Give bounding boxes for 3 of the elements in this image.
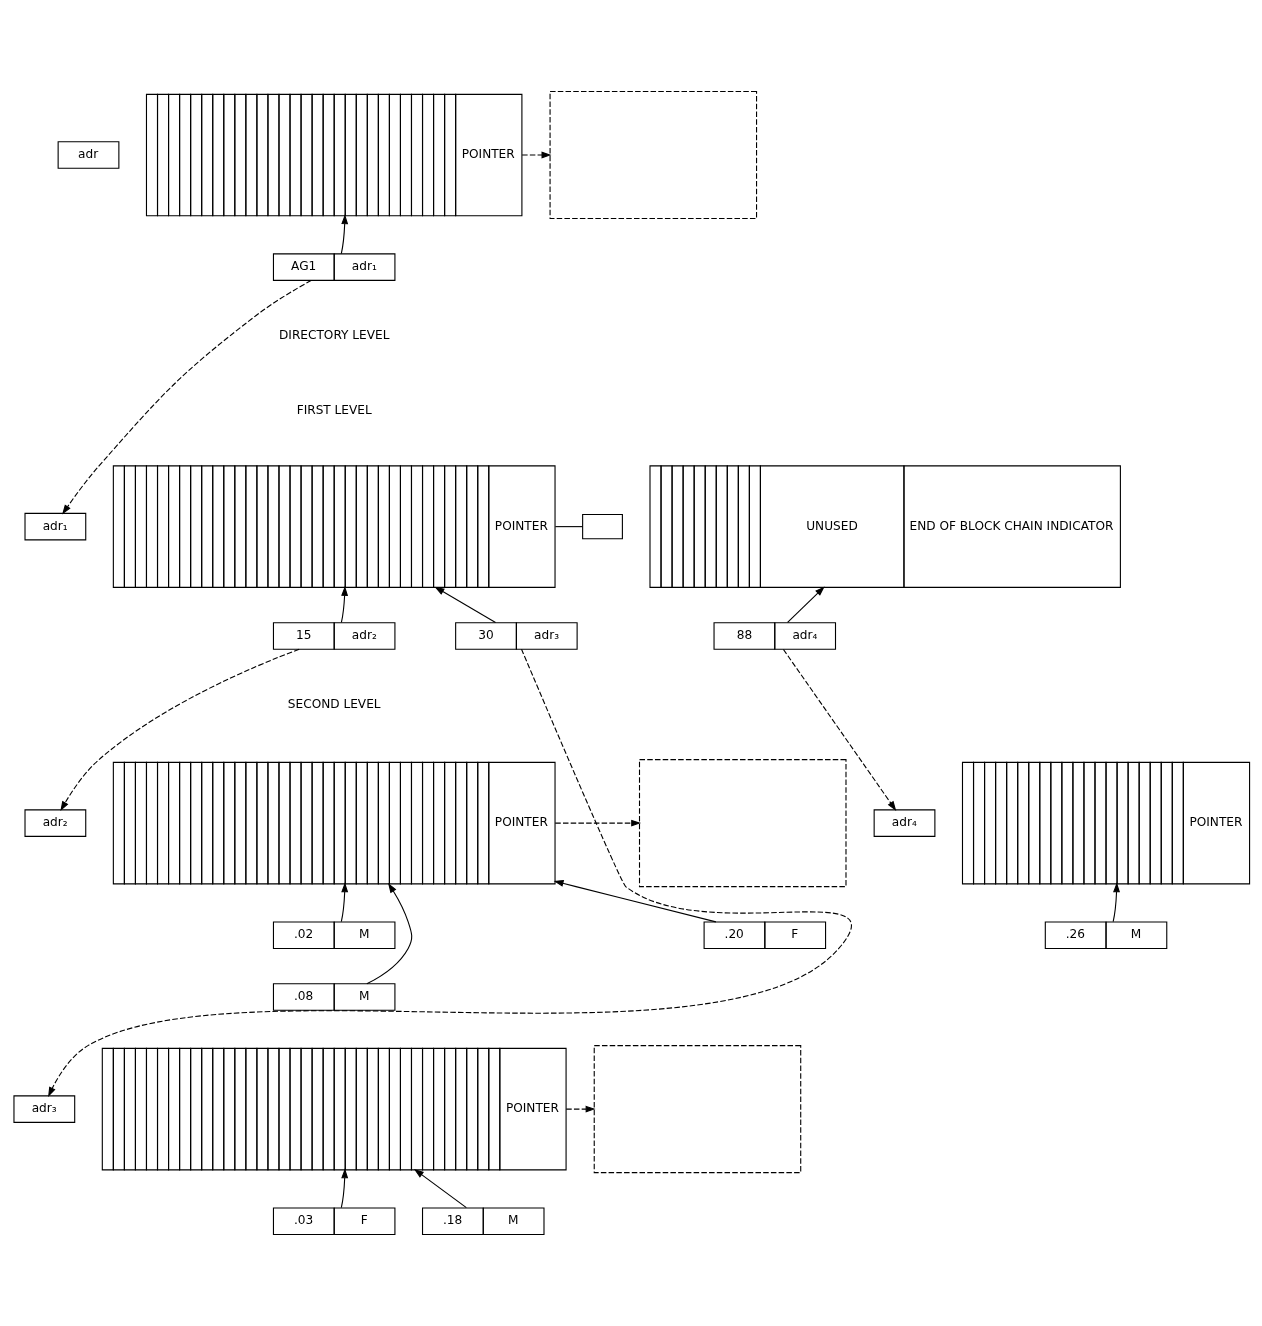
- label: FIRST LEVEL: [296, 402, 372, 417]
- label: SECOND LEVEL: [287, 696, 381, 711]
- label: DIRECTORY LEVEL: [278, 327, 389, 342]
